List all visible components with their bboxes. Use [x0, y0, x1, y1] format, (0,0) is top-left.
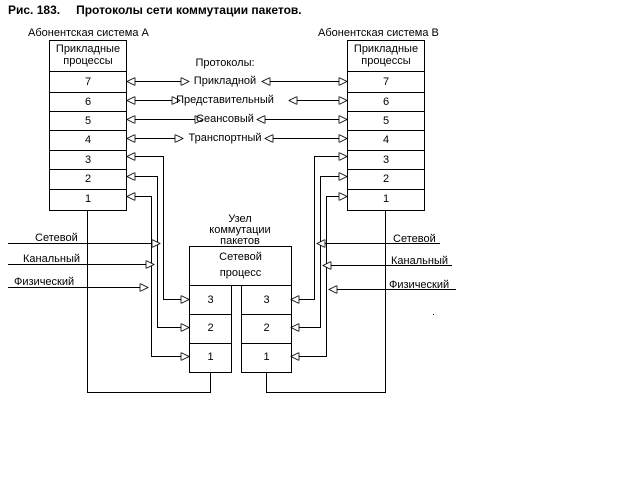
network-process-label: Сетевой: [219, 251, 262, 263]
system-a-layer-4: 4: [84, 134, 92, 146]
protocols-heading: Протоколы:: [195, 57, 255, 69]
system-a-app-label: Прикладные: [55, 43, 121, 55]
route-arrow-a-2: [127, 177, 189, 328]
switch-node-title: пакетов: [220, 235, 260, 247]
system-b-layer-4: 4: [382, 134, 390, 146]
figure-title: Протоколы сети коммутации пакетов.: [76, 3, 302, 17]
route-arrow-b-2: [291, 177, 347, 328]
protocol-transport-label: Транспортный: [188, 132, 262, 144]
node-right-layer-3: 3: [263, 294, 270, 306]
switch-node-title: коммутации: [209, 224, 271, 236]
physical-link-a: [87, 210, 211, 393]
node-left-layer-1: 1: [207, 351, 214, 363]
network-process-label: процесс: [219, 267, 262, 279]
protocol-application-label: Прикладной: [193, 75, 257, 87]
system-a-layer-3: 3: [84, 154, 92, 166]
system-b-layer-7: 7: [382, 76, 390, 88]
figure-caption: Рис. 183. Протоколы сети коммутации пакет…: [8, 3, 302, 17]
left-label-datalink: Канальный: [23, 253, 80, 265]
system-a-layer-5: 5: [84, 115, 92, 127]
protocol-session-label: Сеансовый: [196, 113, 254, 125]
node-right-layer-1: 1: [263, 351, 270, 363]
system-a-layer-2: 2: [84, 173, 92, 185]
route-arrow-a-1: [127, 197, 189, 357]
node-left-layer-3: 3: [207, 294, 214, 306]
figure-number: Рис. 183.: [8, 3, 61, 17]
protocol-presentation-label: Представительный: [176, 94, 274, 106]
left-label-physical: Физический: [14, 276, 75, 288]
system-b-app-label: процессы: [361, 55, 411, 67]
system-b-title: Абонентская система В: [318, 27, 439, 39]
system-b-layer-2: 2: [382, 173, 390, 185]
system-a-title: Абонентская система А: [28, 27, 149, 39]
route-arrow-b-1: [291, 197, 347, 357]
right-label-datalink: Канальный: [391, 255, 448, 267]
left-label-network: Сетевой: [35, 232, 78, 244]
switch-node-title: Узел: [228, 213, 252, 225]
system-a-app-label: процессы: [63, 55, 113, 67]
system-b-app-label: Прикладные: [353, 43, 419, 55]
node-right-layer-2: 2: [263, 322, 270, 334]
node-left-layer-2: 2: [207, 322, 214, 334]
right-label-network: Сетевой: [393, 233, 436, 245]
system-b-layer-3: 3: [382, 154, 390, 166]
system-a-layer-6: 6: [84, 96, 92, 108]
system-b-layer-5: 5: [382, 115, 390, 127]
system-a-layer-7: 7: [84, 76, 92, 88]
physical-link-b: [266, 210, 386, 393]
system-a-layer-1: 1: [84, 193, 92, 205]
right-label-physical: Физический: [389, 279, 450, 291]
system-b-layer-6: 6: [382, 96, 390, 108]
system-b-layer-1: 1: [382, 193, 390, 205]
route-arrow-b-3: [291, 157, 347, 300]
